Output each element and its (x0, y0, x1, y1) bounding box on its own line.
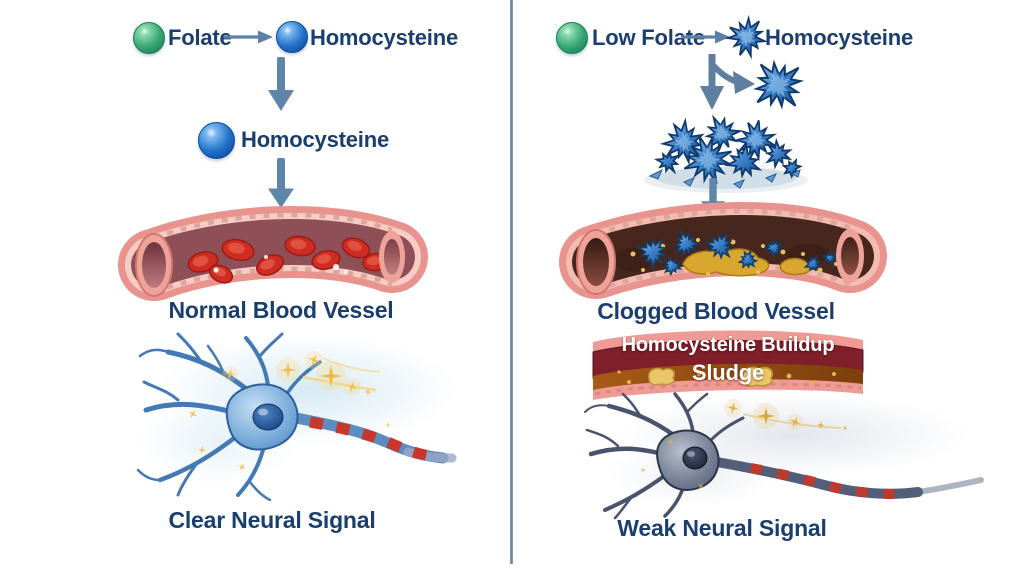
signal-sparkles (188, 351, 391, 471)
clear-signal-caption: Clear Neural Signal (168, 507, 376, 533)
homocysteine-crystal-icon (724, 14, 769, 60)
arrow-right-icon (681, 30, 730, 44)
buildup-caption-line1: Homocysteine Buildup (621, 334, 835, 356)
signal-sparkles (640, 399, 848, 490)
low-folate-sphere-icon (556, 22, 588, 54)
nucleus (682, 446, 708, 470)
clogged-vessel-caption: Clogged Blood Vessel (597, 298, 835, 324)
buildup-vessel-illustration (592, 330, 864, 400)
red-blood-cells (187, 235, 390, 284)
homocysteine-label: Homocysteine (765, 25, 913, 50)
normal-vessel-illustration (118, 205, 428, 301)
branching-arrow-down-icon (700, 54, 755, 110)
dendrites (584, 392, 745, 520)
sludge-clumps (617, 366, 836, 387)
folate-sphere-icon (133, 22, 165, 54)
buildup-caption-line2: Sludge (691, 360, 765, 385)
nucleus (252, 403, 284, 431)
myelin-stripes (750, 463, 896, 499)
arrow-right-icon (224, 30, 273, 44)
folate-label: Folate (168, 25, 232, 50)
normal-vessel-caption: Normal Blood Vessel (168, 297, 394, 323)
weak-neuron-illustration (584, 392, 984, 520)
clogged-vessel-illustration (559, 201, 887, 299)
myelin-stripes (309, 416, 437, 463)
arrow-down-icon (268, 57, 294, 111)
panel-divider (510, 0, 513, 564)
homocysteine-molecule-label: Homocysteine (241, 127, 389, 152)
homocysteine-crystal-icon (753, 59, 805, 110)
crystal-cluster-illustration (644, 114, 808, 193)
dendrites (136, 332, 322, 502)
homocysteine-sphere-icon (276, 21, 308, 53)
arrow-down-icon (268, 158, 294, 208)
homocysteine-sphere-icon (198, 122, 235, 159)
homocysteine-label: Homocysteine (310, 25, 458, 50)
healthy-neuron-illustration (136, 332, 458, 502)
weak-signal-caption: Weak Neural Signal (617, 515, 827, 541)
crystal-deposits (636, 229, 838, 277)
